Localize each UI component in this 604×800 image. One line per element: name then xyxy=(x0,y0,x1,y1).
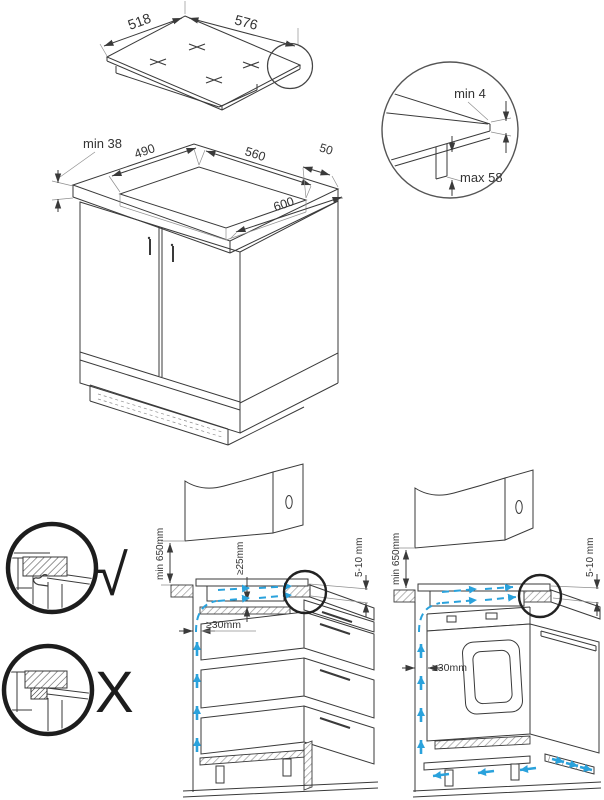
built-in-oven xyxy=(412,606,602,798)
cooker-hood-icon xyxy=(184,463,304,542)
airflow-left xyxy=(193,582,293,752)
cabinet-leg xyxy=(510,763,520,781)
dim-wall-gap-right: ≥30mm xyxy=(402,662,467,674)
hood-height-left-label: min 650mm xyxy=(155,528,166,580)
edge-highlight-circle-left xyxy=(282,569,328,615)
check-mark: √ xyxy=(96,543,128,608)
dim-cutout-width: 560 xyxy=(198,144,312,199)
rear-distance-label: 50 xyxy=(318,141,335,158)
dim-hood-height-right: min 650mm xyxy=(391,533,414,591)
oven-door-window xyxy=(462,639,523,715)
seal-correct-circle xyxy=(5,521,99,615)
dim-hood-height-left: min 650mm xyxy=(155,528,184,586)
wrong-sealant-block xyxy=(30,687,48,700)
seal-wrong-circle xyxy=(1,643,95,737)
dim-wall-gap-left: ≥30mm xyxy=(179,619,256,635)
under-hob-gap-label: ≥25mm xyxy=(235,542,246,575)
edge-detail: min 4 max 58 xyxy=(381,61,519,199)
hob-depth-label: 518 xyxy=(126,10,154,33)
front-gap-left-label: 5-10 mm xyxy=(354,538,365,577)
dim-cutout-depth: 490 xyxy=(108,141,200,193)
hood-cabinet-clearance-diagram: min 650mm ≥25mm 5-10 mm ≥30mm xyxy=(155,463,379,798)
drawer-unit xyxy=(182,599,379,798)
dim-hob-depth: 518 xyxy=(99,1,186,57)
dim-hob-width: 576 xyxy=(188,11,299,47)
hob-cross-section xyxy=(417,583,551,592)
dim-rear-distance: 50 xyxy=(302,141,339,199)
front-gap-right-label: 5-10 mm xyxy=(585,538,596,577)
cross-mark: X xyxy=(95,660,134,725)
hob-width-label: 576 xyxy=(233,11,260,33)
oven-handle xyxy=(540,630,597,652)
cutout-depth-label: 490 xyxy=(133,141,157,161)
seal-profile xyxy=(32,574,49,587)
wall-gap-right-label: ≥30mm xyxy=(432,662,467,674)
cutout-width-label: 560 xyxy=(243,144,267,164)
worktop-thickness-label: min 38 xyxy=(83,136,122,151)
door-handle-top xyxy=(170,243,174,247)
edge-highlight-circle-right xyxy=(517,573,563,619)
dim-front-gap-left: 5-10 mm xyxy=(308,538,370,617)
dim-worktop-thickness: min 38 xyxy=(51,136,122,212)
worktop-cutout-cabinet: min 38 490 560 50 600 xyxy=(51,136,344,446)
hood-oven-clearance-diagram: min 650mm 5-10 mm ≥30mm xyxy=(391,469,602,798)
airflow-right xyxy=(417,583,593,779)
dim-worktop-depth: 600 xyxy=(229,194,344,240)
edge-detail-circle xyxy=(381,61,519,199)
cabinet-leg xyxy=(282,758,292,777)
cabinet-leg xyxy=(444,769,454,787)
worktop-depth-label: 600 xyxy=(272,194,296,214)
seal-detail-correct: √ xyxy=(5,521,128,615)
edge-callout-circle xyxy=(266,42,314,90)
edge-under-depth-label: max 58 xyxy=(460,170,503,185)
hood-height-right-label: min 650mm xyxy=(391,533,402,585)
cooker-hood-icon xyxy=(414,469,534,549)
cabinet-leg xyxy=(215,765,225,784)
wall-gap-left-label: ≥30mm xyxy=(206,619,241,631)
hob-cross-section xyxy=(195,578,309,587)
door-handle-top xyxy=(147,236,151,240)
hob-top-view: 518 576 xyxy=(99,1,314,111)
seal-detail-incorrect: X xyxy=(1,643,134,737)
edge-top-gap-label: min 4 xyxy=(454,86,486,101)
